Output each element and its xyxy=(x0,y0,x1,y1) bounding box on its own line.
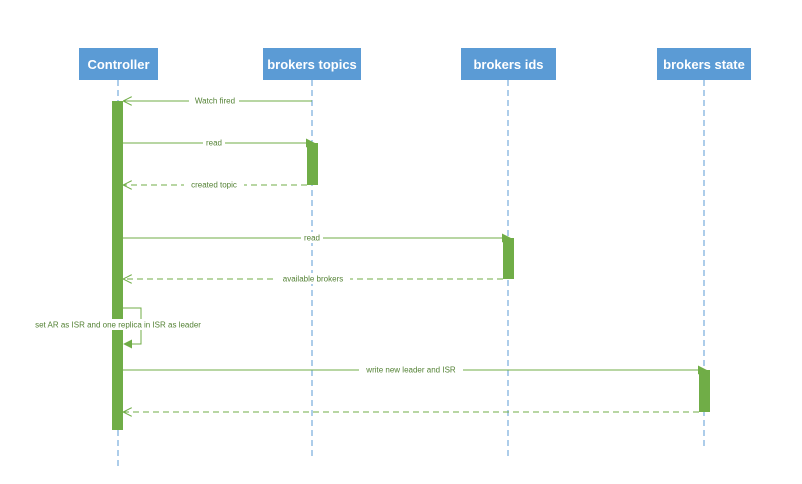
message-write-leader-label: write new leader and ISR xyxy=(365,366,456,375)
message-read-ids-label: read xyxy=(304,234,320,243)
activation-controller xyxy=(112,101,123,430)
message-available-brokers-label: available brokers xyxy=(283,275,343,284)
participant-brokers-topics: brokers topics xyxy=(263,48,361,80)
participant-brokers-ids: brokers ids xyxy=(461,48,556,80)
message-read-topics-label: read xyxy=(206,139,222,148)
participant-brokers-state: brokers state xyxy=(657,48,751,80)
activation-brokers-state xyxy=(699,370,710,412)
message-watch-fired-label: Watch fired xyxy=(195,97,235,106)
activation-brokers-topics xyxy=(307,143,318,185)
participant-controller: Controller xyxy=(79,48,158,80)
message-created-topic-label: created topic xyxy=(191,181,237,190)
activation-brokers-ids xyxy=(503,238,514,279)
message-self-call-label: set AR as ISR and one replica in ISR as … xyxy=(35,321,201,330)
